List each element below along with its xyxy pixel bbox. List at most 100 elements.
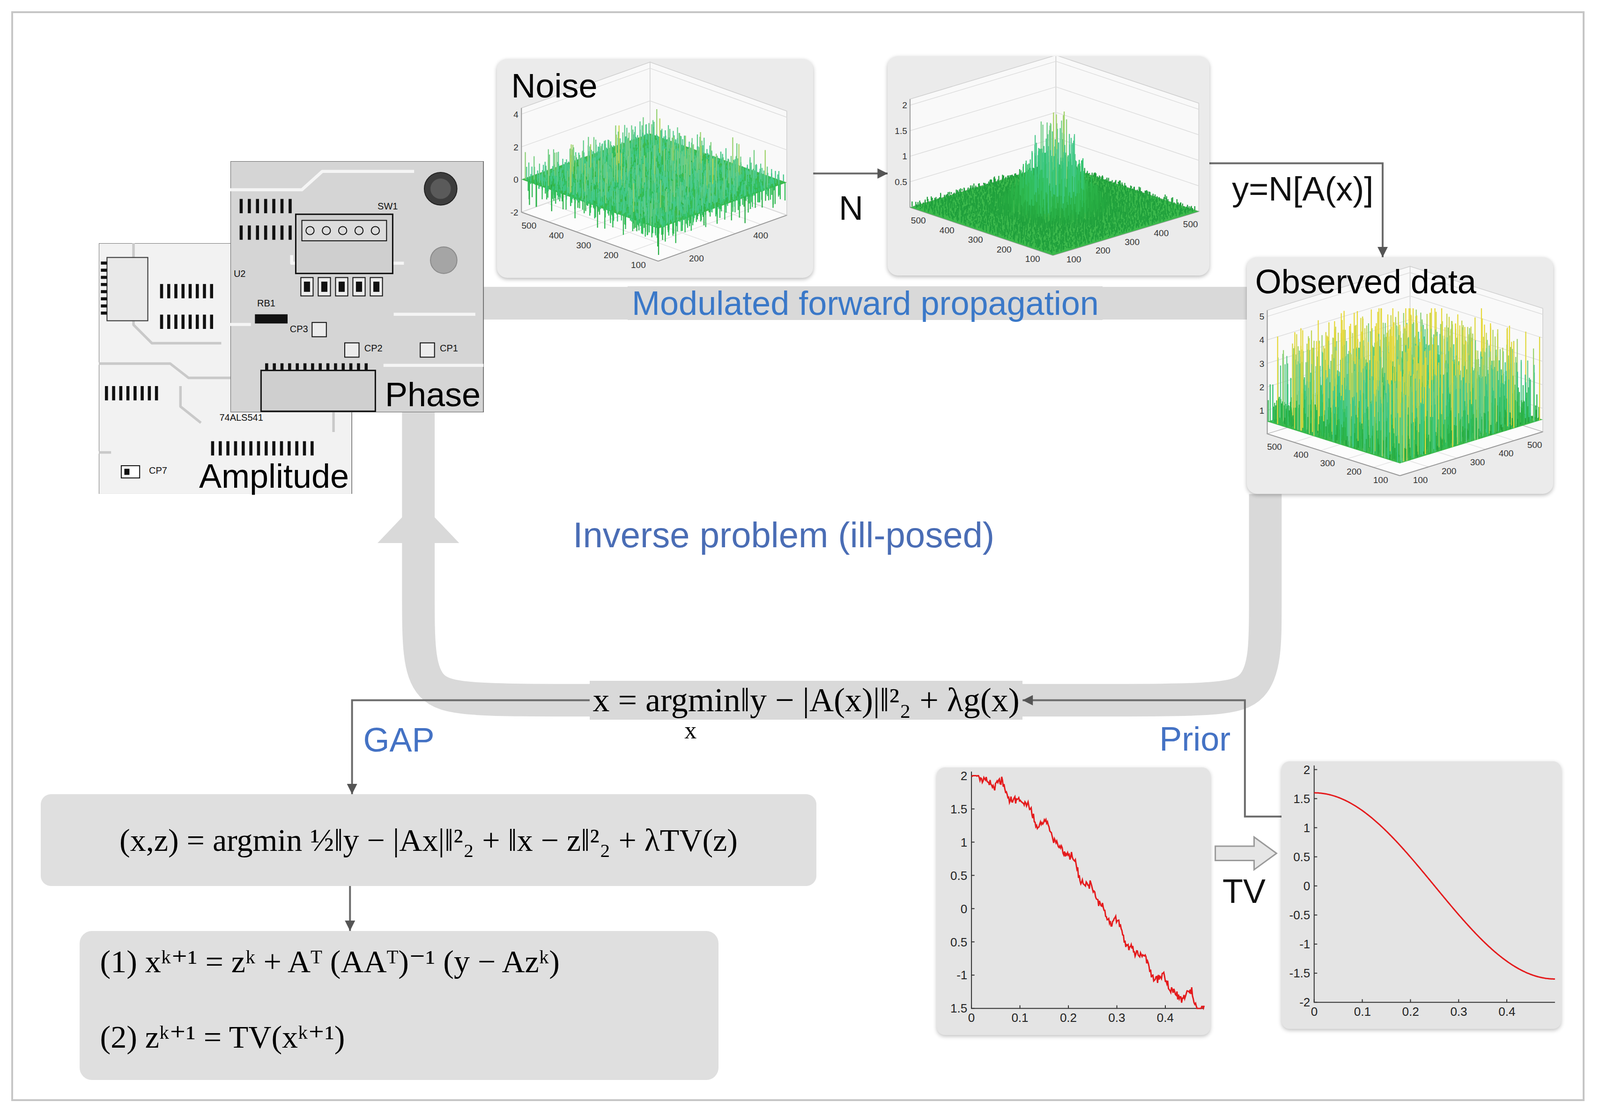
panel-title: Noise [511, 67, 598, 105]
axis-tick: 500 [521, 221, 537, 230]
axis-tick: 400 [1293, 450, 1309, 460]
axis-tick: 1 [960, 836, 968, 849]
axis-tick: 300 [1470, 457, 1486, 467]
axis-tick: 0 [968, 1011, 975, 1024]
argmin-subscript: x [684, 716, 697, 745]
objective-formula-text: x = argmin‖y − |A(x)|‖²₂ + λg(x) [589, 680, 1023, 720]
curve-plot [936, 767, 1211, 1035]
axis-tick: 400 [753, 230, 769, 240]
axis-tick: 200 [1095, 245, 1111, 255]
axis-tick: 4 [513, 109, 519, 119]
axis-tick: 0 [1303, 879, 1311, 892]
axis-tick: 200 [603, 250, 619, 260]
edge-label: N [838, 189, 864, 227]
edge-label: Inverse problem (ill-posed) [572, 515, 995, 555]
component-label: CP1 [439, 342, 459, 354]
component-label: RB1 [257, 297, 276, 309]
arrow-line [352, 700, 590, 794]
surface-plot [887, 56, 1209, 276]
axis-tick: 2 [1303, 763, 1311, 776]
iteration-step: (1) xᵏ⁺¹ = zᵏ + Aᵀ (AAᵀ)⁻¹ (y − Azᵏ) [99, 942, 560, 980]
axis-tick: 2 [960, 769, 968, 782]
component-label: CP2 [364, 342, 383, 354]
axis-tick: 0.4 [1498, 1005, 1516, 1018]
axis-tick: 0.3 [1108, 1011, 1126, 1024]
axis-tick: 200 [996, 244, 1012, 254]
component-label: U2 [233, 268, 246, 279]
axis-tick: 0.1 [1011, 1011, 1029, 1024]
objective-formula: x = argmin‖y − |A(x)|‖²₂ + λg(x)x [589, 680, 1023, 742]
axis-tick: -1.5 [1288, 966, 1311, 979]
edge-label: TV [1222, 872, 1266, 910]
axis-tick: -1 [1299, 937, 1311, 950]
noise-plot-panel: Noise420-2500400300200100200400 [496, 59, 814, 278]
axis-tick: 1.5 [1293, 792, 1311, 805]
axis-tick: 400 [939, 225, 955, 235]
block-arrow [1215, 836, 1277, 870]
axis-tick: 0.2 [1059, 1011, 1077, 1024]
axis-tick: 1 [1303, 821, 1311, 834]
axis-tick: -1 [956, 968, 968, 981]
axis-tick: 500 [1266, 442, 1282, 452]
axis-tick: 100 [1373, 475, 1389, 485]
axis-tick: 1.5 [950, 1001, 968, 1015]
axis-tick: 1 [1259, 405, 1265, 415]
axis-tick: 300 [1124, 237, 1140, 247]
edge-label: Prior [1159, 720, 1231, 758]
axis-tick: 500 [1183, 219, 1199, 229]
axis-tick: 100 [1025, 254, 1041, 264]
axis-tick: 300 [1319, 458, 1335, 468]
axis-tick: 1 [902, 151, 908, 161]
inverse-problem-band [418, 412, 1266, 700]
axis-tick: 300 [576, 240, 592, 250]
axis-tick: 0.5 [950, 869, 968, 882]
axis-tick: 400 [1154, 228, 1170, 238]
axis-tick: 300 [968, 235, 984, 245]
edge-label: GAP [363, 721, 435, 759]
panel-title: Observed data [1255, 263, 1477, 301]
smooth-curve-plot: 21.510.50-0.5-1-1.5-200.10.20.30.4 [1281, 761, 1562, 1029]
axis-tick: 100 [1413, 475, 1429, 485]
axis-tick: 0.5 [950, 935, 968, 949]
axis-tick: 0.3 [1450, 1005, 1467, 1018]
axis-tick: 1.5 [894, 125, 907, 135]
axis-tick: 500 [911, 215, 926, 225]
curve-plot [1281, 761, 1562, 1029]
axis-tick: 0.5 [894, 177, 907, 186]
iteration-step: (2) zᵏ⁺¹ = TV(xᵏ⁺¹) [99, 1018, 345, 1055]
axis-tick: 0 [960, 902, 968, 915]
propagated-plot-panel: 2 1.5 1 0.5 500 400 300 200 100 100 200 300 400 500 [887, 56, 1209, 276]
axis-tick: 0.1 [1354, 1005, 1371, 1018]
axis-tick: 1.5 [950, 802, 968, 815]
axis-tick: 100 [630, 260, 646, 270]
axis-tick: 2 [1259, 382, 1265, 392]
axis-tick: 0.4 [1156, 1011, 1174, 1024]
axis-tick: 0.2 [1402, 1005, 1420, 1018]
axis-tick: 400 [1498, 448, 1514, 458]
component-label: 74ALS541 [219, 412, 263, 423]
image-label: Amplitude [199, 459, 349, 493]
arrow-line [1209, 163, 1383, 258]
axis-tick: 500 [1527, 440, 1543, 450]
arrow-line [348, 885, 351, 931]
component-label: CP7 [148, 465, 168, 476]
axis-tick: 2 [513, 142, 519, 152]
noisy-curve-plot: 21.510.500.5-11.500.10.20.30.4 [936, 767, 1211, 1035]
axis-tick: 200 [688, 253, 704, 263]
axis-tick: 200 [1346, 466, 1362, 476]
iteration-steps-box: (1) xᵏ⁺¹ = zᵏ + Aᵀ (AAᵀ)⁻¹ (y − Azᵏ) (2) … [79, 930, 719, 1080]
observed-data-panel: Observed data543215004003002001001002003… [1246, 257, 1554, 494]
axis-tick: 0 [1311, 1005, 1318, 1018]
axis-tick: 2 [902, 100, 908, 110]
component-label: SW1 [377, 200, 398, 212]
component-label: CP3 [289, 323, 309, 334]
axis-tick: 400 [548, 230, 564, 240]
axis-tick: -2 [1299, 995, 1311, 1008]
gap-formula-box: (x,z) = argmin ½‖y − |Ax|‖²₂ + ‖x − z‖²₂… [40, 793, 817, 886]
arrow-line [813, 172, 888, 175]
axis-tick: 100 [1066, 254, 1082, 264]
axis-tick: 4 [1259, 335, 1265, 345]
axis-tick: -2 [510, 207, 519, 217]
gap-formula-text: (x,z) = argmin ½‖y − |Ax|‖²₂ + ‖x − z‖²₂… [119, 821, 738, 859]
image-label: Phase [385, 377, 481, 412]
